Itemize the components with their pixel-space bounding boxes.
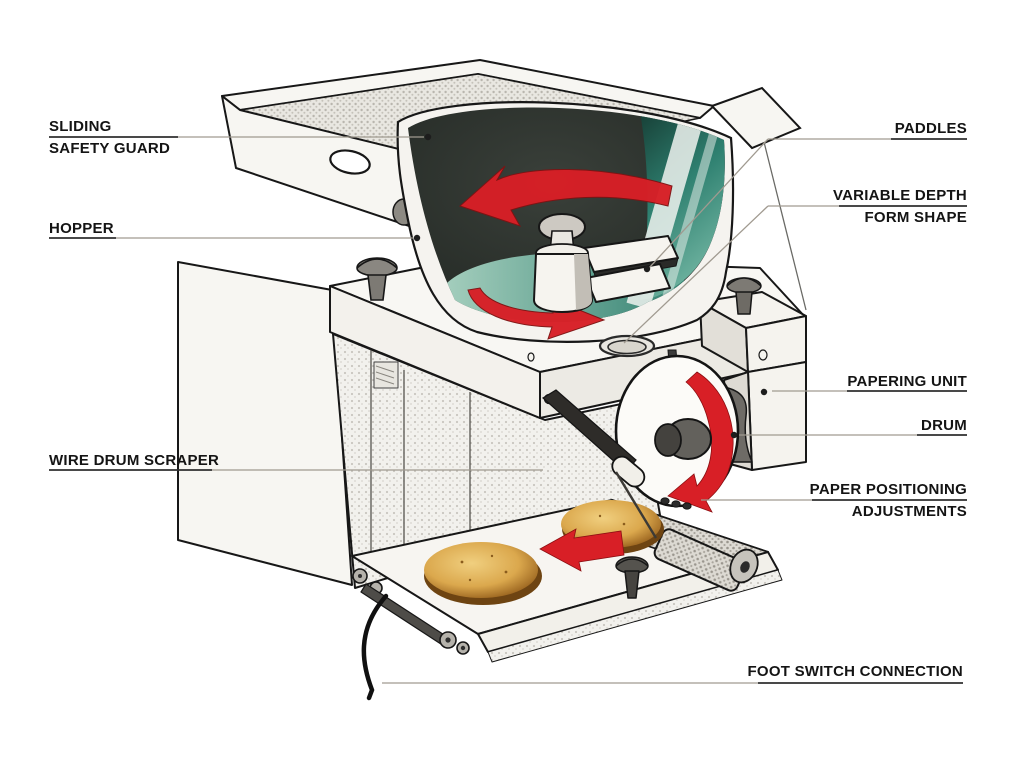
guard-handle-slot <box>329 149 371 175</box>
label-line: ADJUSTMENTS <box>851 503 967 520</box>
label-line: SAFETY GUARD <box>49 140 171 157</box>
scraper-wire <box>614 471 658 539</box>
wire-drum-scraper <box>541 389 658 539</box>
tray-knob <box>615 556 649 599</box>
papering-unit-assembly <box>699 277 807 471</box>
label-line: FOOT SWITCH CONNECTION <box>747 663 963 680</box>
base-left-face <box>177 261 353 586</box>
label-line: VARIABLE DEPTH <box>832 187 967 204</box>
scraper-handle <box>611 455 646 488</box>
paddles-blades <box>583 235 679 303</box>
drum-hub-cap <box>654 423 682 457</box>
label-line: SLIDING <box>49 118 112 135</box>
platform-knob <box>356 257 398 301</box>
vent-slot <box>373 361 399 389</box>
tray-hinge-front <box>439 631 470 655</box>
label-hopper: HOPPER <box>49 221 114 236</box>
tray-front-strip <box>487 569 783 663</box>
leader-lines <box>49 133 967 684</box>
label-paper-positioning-adjustments: PAPER POSITIONING ADJUSTMENTS <box>810 482 967 519</box>
form-shape-ring <box>598 334 656 358</box>
output-direction-arrow <box>539 528 625 572</box>
label-foot-switch-connection: FOOT SWITCH CONNECTION <box>748 664 964 679</box>
mixing-arrow-lower <box>467 287 606 340</box>
papering-unit-knob <box>726 277 762 315</box>
patty-1 <box>424 542 538 598</box>
label-line: PAPER POSITIONING <box>809 481 967 498</box>
label-line: DRUM <box>921 417 967 434</box>
label-variable-depth-form-shape: VARIABLE DEPTH FORM SHAPE <box>833 188 967 225</box>
label-papering-unit: PAPERING UNIT <box>847 374 967 389</box>
plunger <box>532 213 594 314</box>
paper-adjustment-holes <box>660 497 692 510</box>
label-line: WIRE DRUM SCRAPER <box>49 452 220 469</box>
label-drum: DRUM <box>921 418 967 433</box>
label-line: PAPERING UNIT <box>847 373 967 390</box>
label-line: FORM SHAPE <box>864 209 967 226</box>
mixing-arrow-upper <box>459 165 673 227</box>
label-line: PADDLES <box>894 120 967 137</box>
label-line: HOPPER <box>49 220 114 237</box>
label-wire-drum-scraper: WIRE DRUM SCRAPER <box>49 453 219 468</box>
papering-unit-front <box>747 361 807 471</box>
label-sliding-safety-guard: SLIDING SAFETY GUARD <box>49 119 170 156</box>
label-paddles: PADDLES <box>895 121 967 136</box>
back-frame <box>710 86 807 311</box>
drum-assembly <box>614 349 740 513</box>
foot-switch-cable <box>361 593 389 701</box>
drum-rotation-arrow <box>667 371 734 513</box>
